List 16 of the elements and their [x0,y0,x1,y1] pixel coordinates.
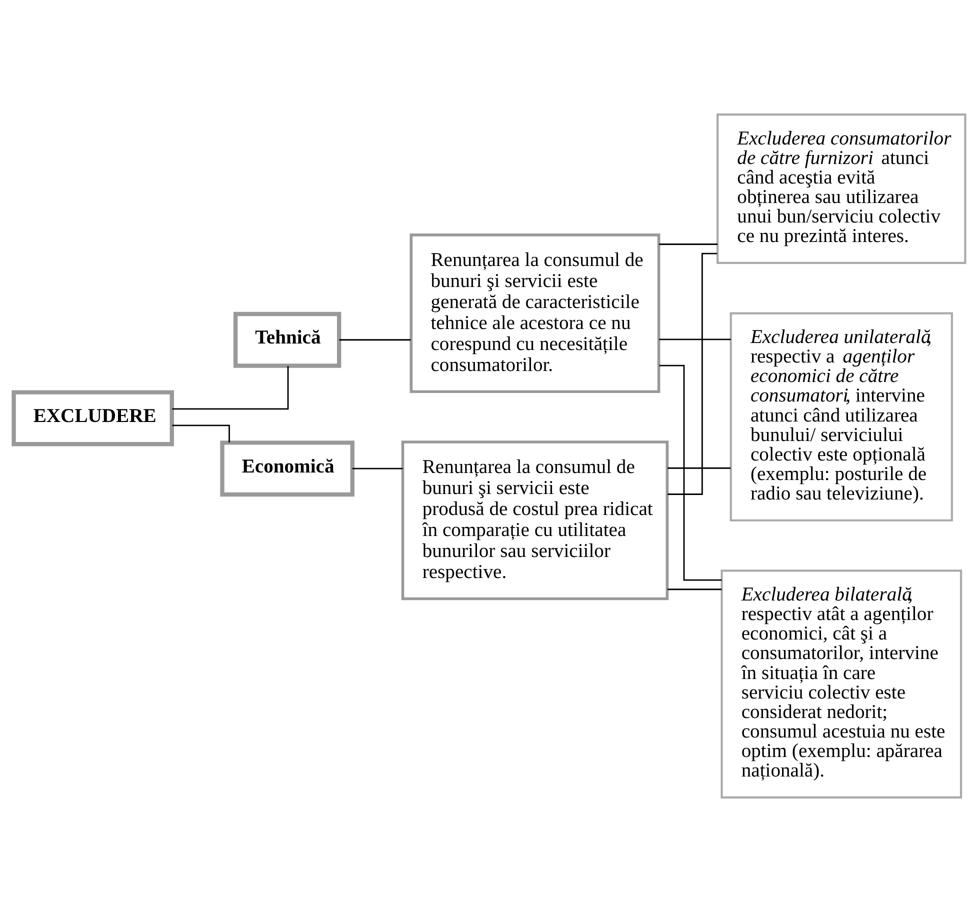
connector [659,364,722,581]
node-box: Tehnică [233,312,342,368]
connector [668,467,731,469]
connector [172,366,289,410]
node-box: Excluderea consumatorilor de către furnizori atunci când aceştia evită obținerea sau utilizarea unui bun/serviciu colectiv ce nu prezintă interes. [716,114,966,264]
connector [172,424,230,442]
node-box: Renunțarea la consumul de bunuri şi servicii este generată de caracteristicile tehnice ale acestora ce nu corespund cu necesitățile consumatorilor. [410,234,660,394]
connector [668,252,718,495]
connector [668,588,722,590]
node-box: Economică [220,440,354,497]
node-box: Renunțarea la consumul de bunuri şi servicii este produsă de costul prea ridicat în comparație cu utilitatea bunurilor sau serviciilor respective. [401,440,669,600]
connector [659,338,731,340]
connector [659,244,718,245]
connector [339,339,411,341]
connector [352,468,403,470]
node-box: EXCLUDERE [12,390,174,446]
